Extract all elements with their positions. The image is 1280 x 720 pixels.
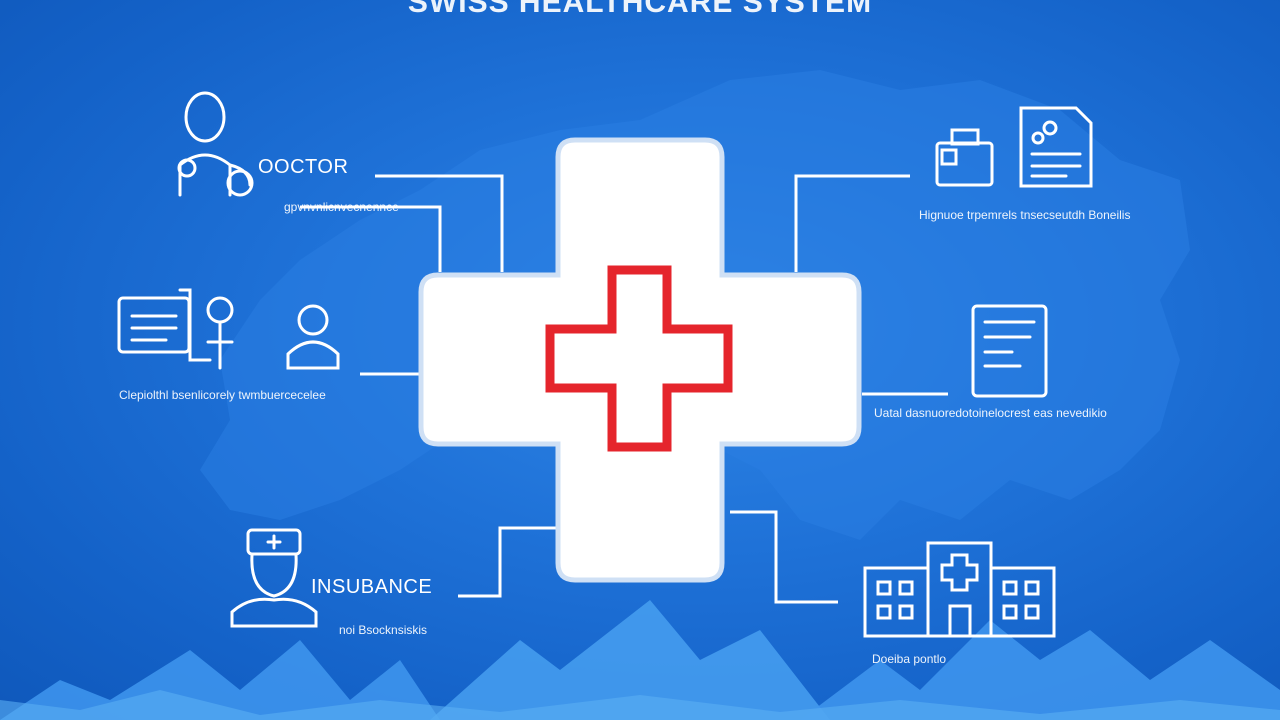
medical-document-icon: [1019, 106, 1093, 188]
mountain-range: [0, 600, 1280, 720]
diagram-title: SWISS HEALTHCARE SYSTEM: [407, 0, 873, 19]
insurance-label: INSUBANCE: [311, 576, 433, 598]
connector-lines: [300, 174, 948, 604]
insurance-agent-icon: [230, 528, 318, 628]
red-cross-icon: [545, 265, 733, 452]
doctor-icon: [177, 91, 254, 197]
patient-icon: [286, 304, 340, 370]
report-caption: Uatal dasnuoredotoinelocrest eas nevedik…: [874, 406, 1107, 420]
doctor-label: OOCTOR: [258, 156, 349, 178]
central-swiss-cross: [418, 137, 862, 583]
documents-caption: Hignuoe trpemrels tnsecseutdh Boneilis: [919, 208, 1131, 222]
patient-records-caption: Clepiolthl bsenlicorely twmbuercecelee: [119, 388, 326, 402]
briefcase-icon: [935, 128, 994, 187]
hospital-icon: [863, 541, 1056, 638]
patient-records-icon: [117, 288, 234, 370]
hospital-caption: Doeiba pontlo: [872, 652, 947, 666]
insurance-caption: noi Bsocknsiskis: [339, 623, 428, 637]
report-document-icon: [971, 304, 1048, 398]
doctor-caption: gpvnvnlicnvecnennce: [284, 200, 399, 214]
